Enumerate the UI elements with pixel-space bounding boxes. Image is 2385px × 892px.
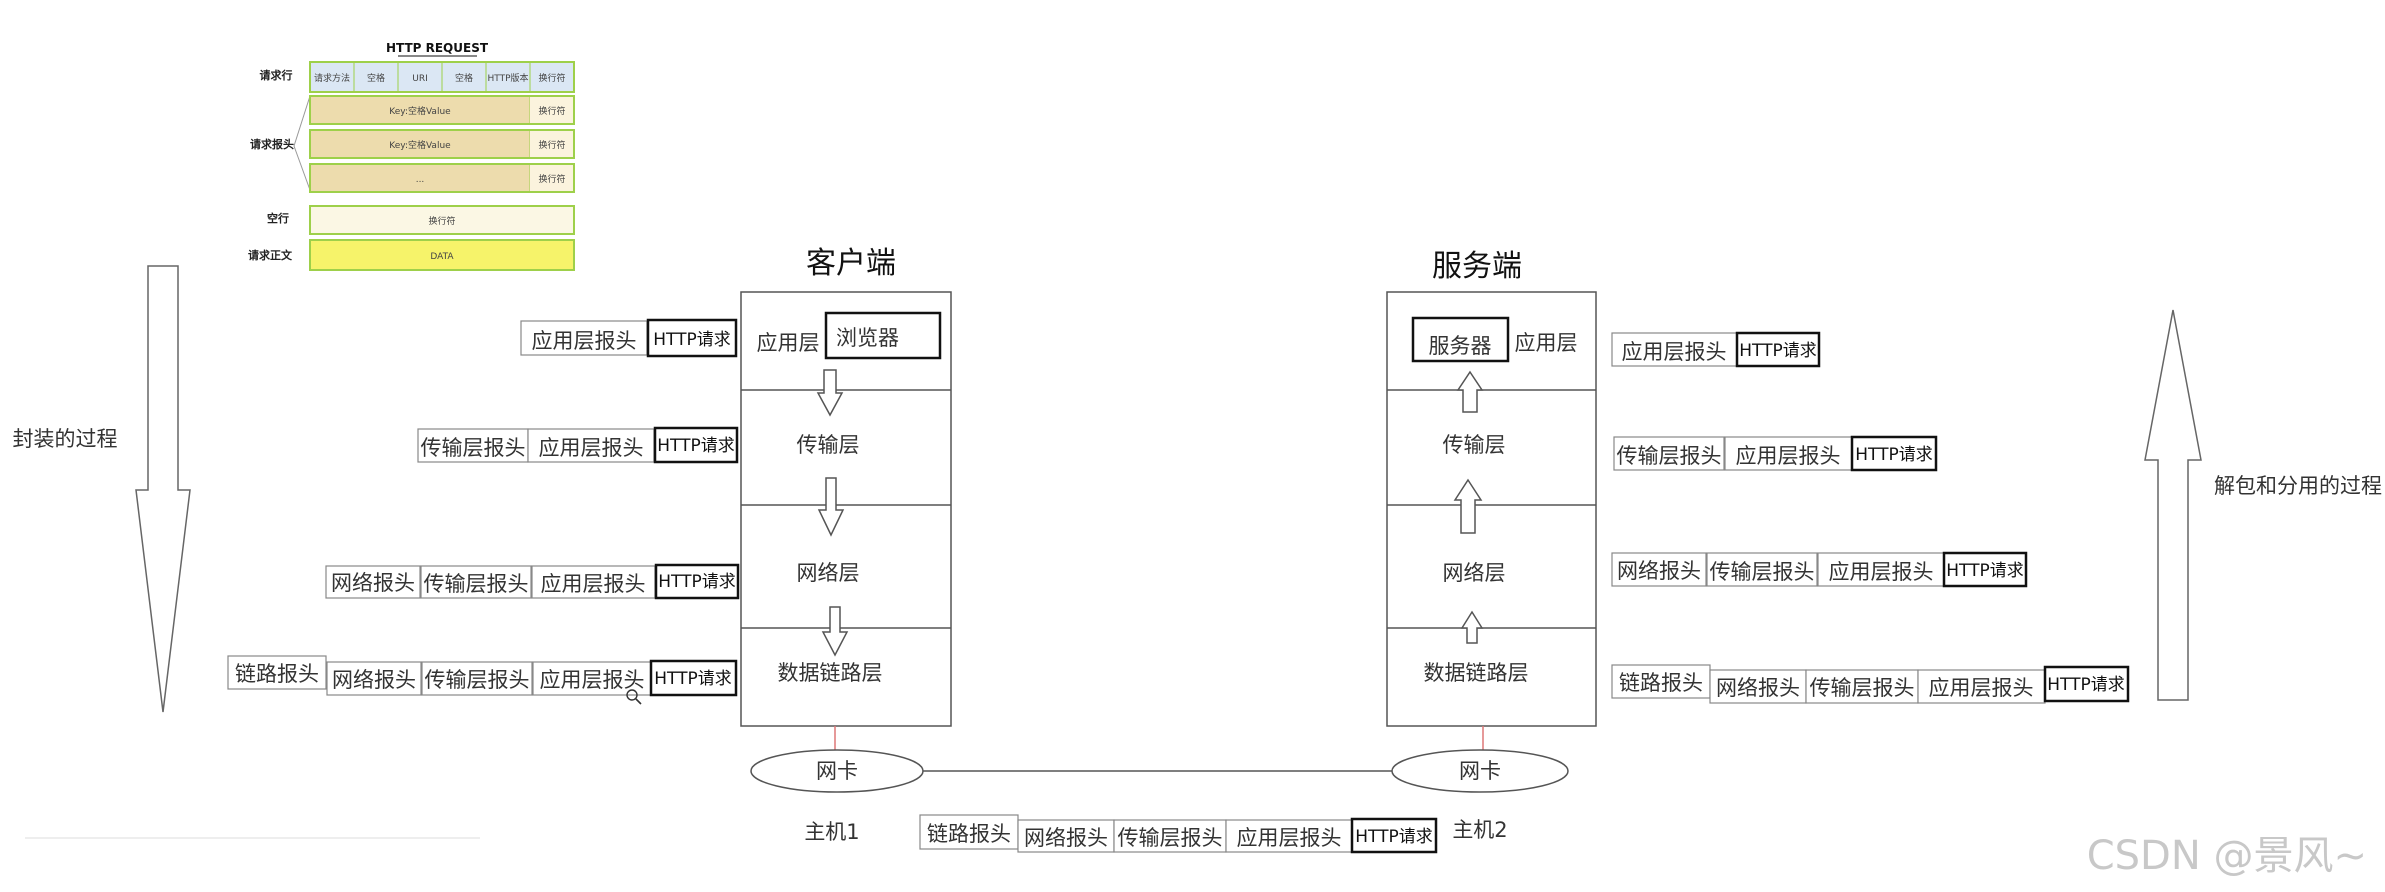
header-app: 应用层报头 bbox=[532, 329, 637, 353]
server-box-label: 服务器 bbox=[1429, 334, 1492, 358]
server-box bbox=[1411, 316, 1510, 363]
server-transport-headers: 传输层报头 应用层报头 HTTP请求 bbox=[1613, 435, 1938, 472]
server-arrow-network-to-transport bbox=[1453, 478, 1483, 534]
blank-line-content: 换行符 bbox=[428, 215, 455, 227]
server-stack: 服务端 服务器 应用层 传输层 网络层 数据链路层 网卡 主机2 bbox=[1386, 249, 1597, 842]
header-http: HTTP请求 bbox=[653, 330, 731, 350]
decapsulation-arrow bbox=[2144, 309, 2202, 701]
server-nic-label: 网卡 bbox=[1459, 759, 1501, 783]
server-host-label: 主机2 bbox=[1452, 818, 1507, 842]
header-transport: 传输层报头 bbox=[1710, 560, 1815, 584]
row-label-request-body: 请求正文 bbox=[248, 248, 293, 262]
row-label-request-headers: 请求报头 bbox=[250, 137, 294, 151]
server-network-layer: 网络层 bbox=[1443, 561, 1506, 585]
header-http: HTTP请求 bbox=[1739, 341, 1817, 361]
request-line-method: 请求方法 bbox=[314, 72, 350, 84]
client-host-label: 主机1 bbox=[804, 820, 859, 844]
request-line-space-1: 空格 bbox=[367, 72, 385, 84]
client-network-layer: 网络层 bbox=[797, 561, 860, 585]
encapsulation-arrow bbox=[135, 265, 191, 713]
header-transport: 传输层报头 bbox=[425, 668, 530, 692]
header-network: 网络报头 bbox=[331, 571, 415, 595]
header-app: 应用层报头 bbox=[1237, 826, 1342, 850]
header-http: HTTP请求 bbox=[658, 572, 736, 592]
server-network-headers: 网络报头 传输层报头 应用层报头 HTTP请求 bbox=[1611, 551, 2028, 588]
header-app: 应用层报头 bbox=[540, 668, 645, 692]
client-arrow-app-to-transport bbox=[816, 369, 844, 417]
header-row-2-end: 换行符 bbox=[538, 139, 565, 151]
header-http: HTTP请求 bbox=[2047, 675, 2125, 695]
frame-on-wire: 链路报头 网络报头 传输层报头 应用层报头 HTTP请求 bbox=[919, 814, 1438, 854]
header-app: 应用层报头 bbox=[1736, 444, 1841, 468]
request-line-newline: 换行符 bbox=[538, 72, 565, 84]
client-transport-layer: 传输层 bbox=[797, 433, 860, 457]
header-row-1-content: Key:空格Value bbox=[389, 105, 451, 117]
server-arrow-link-to-network bbox=[1460, 610, 1484, 644]
header-link: 链路报头 bbox=[1619, 671, 1703, 695]
header-network: 网络报头 bbox=[1617, 559, 1701, 583]
request-body-content: DATA bbox=[430, 252, 454, 262]
request-line-space-2: 空格 bbox=[455, 72, 473, 84]
header-http: HTTP请求 bbox=[1855, 445, 1933, 465]
header-row-3-content: ... bbox=[416, 175, 425, 185]
header-transport: 传输层报头 bbox=[424, 572, 529, 596]
client-browser-box bbox=[824, 311, 942, 360]
header-app: 应用层报头 bbox=[541, 572, 646, 596]
encapsulation-label: 封装的过程 bbox=[13, 427, 118, 451]
server-title: 服务端 bbox=[1432, 249, 1522, 284]
server-datalink-layer: 数据链路层 bbox=[1424, 661, 1529, 685]
server-link-headers: 链路报头 网络报头 传输层报头 应用层报头 HTTP请求 bbox=[1611, 664, 2130, 704]
header-row-3-end: 换行符 bbox=[538, 173, 565, 185]
header-transport: 传输层报头 bbox=[1118, 826, 1223, 850]
server-transport-layer: 传输层 bbox=[1443, 433, 1506, 457]
header-http: HTTP请求 bbox=[657, 436, 735, 456]
header-transport: 传输层报头 bbox=[1810, 676, 1915, 700]
header-network: 网络报头 bbox=[1024, 826, 1108, 850]
header-app: 应用层报头 bbox=[1929, 676, 2034, 700]
header-transport: 传输层报头 bbox=[1617, 444, 1722, 468]
zoom-cursor-icon bbox=[626, 689, 642, 705]
header-app: 应用层报头 bbox=[1622, 340, 1727, 364]
header-http: HTTP请求 bbox=[1946, 561, 2024, 581]
header-link: 链路报头 bbox=[927, 822, 1011, 846]
http-request-title: HTTP REQUEST bbox=[386, 41, 489, 55]
header-link: 链路报头 bbox=[235, 662, 319, 686]
http-request-table: HTTP REQUEST 请求行 请求报头 空行 请求正文 请求方法 空格 UR… bbox=[248, 41, 575, 271]
client-stack: 客户端 应用层 浏览器 传输层 网络层 数据链路层 网卡 主机1 bbox=[740, 246, 952, 844]
server-arrow-transport-to-app bbox=[1456, 370, 1484, 413]
client-nic-label: 网卡 bbox=[816, 759, 858, 783]
client-arrow-transport-to-network bbox=[817, 477, 845, 537]
server-app-layer: 应用层 bbox=[1515, 331, 1578, 355]
client-app-layer: 应用层 bbox=[757, 331, 820, 355]
header-transport: 传输层报头 bbox=[421, 436, 526, 460]
decapsulation-label: 解包和分用的过程 bbox=[2214, 474, 2382, 498]
client-network-headers: 网络报头 传输层报头 应用层报头 HTTP请求 bbox=[325, 563, 740, 600]
header-row-2-content: Key:空格Value bbox=[389, 139, 451, 151]
header-row-1-end: 换行符 bbox=[538, 105, 565, 117]
client-title: 客户端 bbox=[806, 246, 896, 281]
header-app: 应用层报头 bbox=[1829, 560, 1934, 584]
client-browser-label: 浏览器 bbox=[836, 326, 899, 350]
row-label-request-line: 请求行 bbox=[260, 68, 293, 82]
header-http: HTTP请求 bbox=[654, 669, 732, 689]
header-app: 应用层报头 bbox=[539, 436, 644, 460]
request-line-version: HTTP版本 bbox=[487, 72, 528, 84]
client-link-headers: 链路报头 网络报头 传输层报头 应用层报头 HTTP请求 bbox=[227, 655, 738, 705]
request-line-uri: URI bbox=[412, 74, 428, 84]
row-label-blank-line: 空行 bbox=[267, 211, 289, 225]
header-network: 网络报头 bbox=[332, 668, 416, 692]
client-datalink-layer: 数据链路层 bbox=[778, 661, 883, 685]
header-network: 网络报头 bbox=[1716, 676, 1800, 700]
client-arrow-network-to-link bbox=[821, 606, 849, 657]
header-http: HTTP请求 bbox=[1355, 827, 1433, 847]
client-transport-headers: 传输层报头 应用层报头 HTTP请求 bbox=[417, 426, 739, 464]
watermark: CSDN @景风~ bbox=[2087, 833, 2367, 879]
client-app-headers: 应用层报头 HTTP请求 bbox=[520, 318, 738, 358]
server-app-headers: 应用层报头 HTTP请求 bbox=[1611, 331, 1821, 368]
